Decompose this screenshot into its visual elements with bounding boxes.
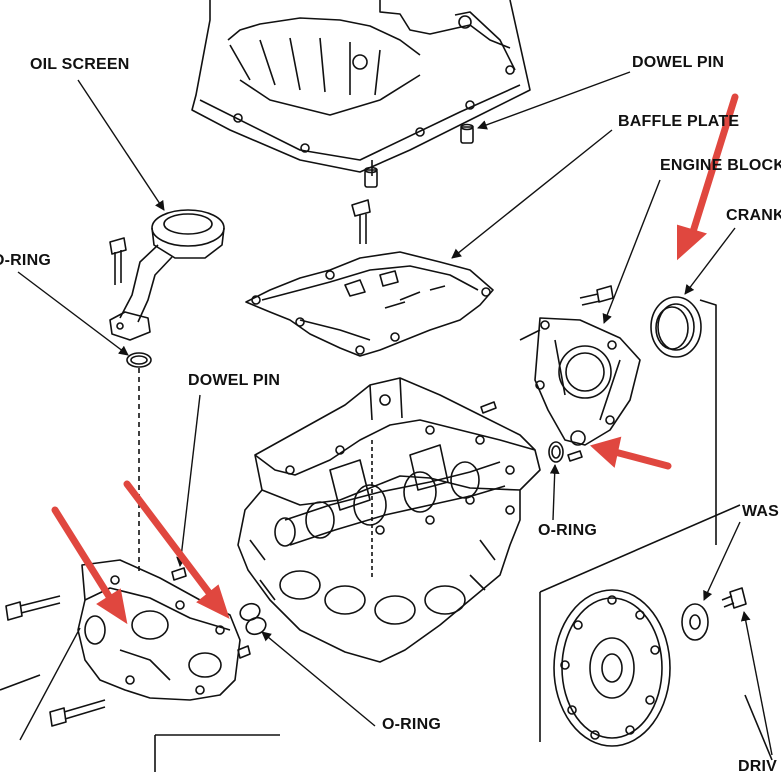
dowel-pin-pump [171, 567, 251, 659]
o-ring-oil-pump [239, 602, 267, 636]
label-o-ring-right: O-RING [538, 522, 597, 539]
washer [681, 603, 709, 641]
dowel-pin-top [460, 123, 474, 144]
label-dowel-pin-mid: DOWEL PIN [188, 372, 281, 389]
oil-pump-bolt-lower [49, 699, 106, 727]
engine-block [237, 377, 541, 663]
highlight-arrows [51, 93, 739, 625]
label-crank: CRANK [726, 207, 781, 224]
oil-screen-bolt [109, 237, 127, 285]
red-arrow-pump-oring [123, 480, 230, 619]
leader-lines [17, 71, 773, 756]
label-dowel-pin-top: DOWEL PIN [632, 54, 725, 71]
label-o-ring-left: O-RING [0, 252, 51, 269]
red-arrow-housing-oring [589, 436, 672, 470]
label-oil-screen: OIL SCREEN [30, 56, 130, 73]
label-o-ring-bottom: O-RING [382, 716, 441, 733]
red-arrow-pump-left [51, 506, 128, 625]
label-washer: WAS [742, 503, 780, 520]
oil-seal-housing-bolt [579, 285, 614, 306]
frame-lines [0, 299, 773, 772]
label-engine-block: ENGINE BLOCK [660, 157, 781, 174]
label-drive-plate: DRIV [738, 758, 778, 775]
oil-pan-bolt [351, 166, 378, 244]
drive-plate-bolt [721, 587, 747, 609]
oil-pump-bolt-upper [5, 595, 61, 621]
crankshaft-oil-seal [650, 296, 702, 358]
label-baffle-plate: BAFFLE PLATE [618, 113, 740, 130]
o-ring-oil-screen [126, 352, 152, 368]
oil-pan [191, 0, 531, 176]
o-ring-housing [548, 441, 564, 463]
dowel-pin-block [480, 401, 583, 462]
red-arrow-crank-seal [677, 93, 739, 261]
drive-plate [553, 589, 671, 747]
oil-seal-housing [534, 317, 641, 446]
oil-pump [77, 559, 241, 701]
baffle-plate [245, 251, 494, 357]
oil-screen [109, 209, 225, 341]
